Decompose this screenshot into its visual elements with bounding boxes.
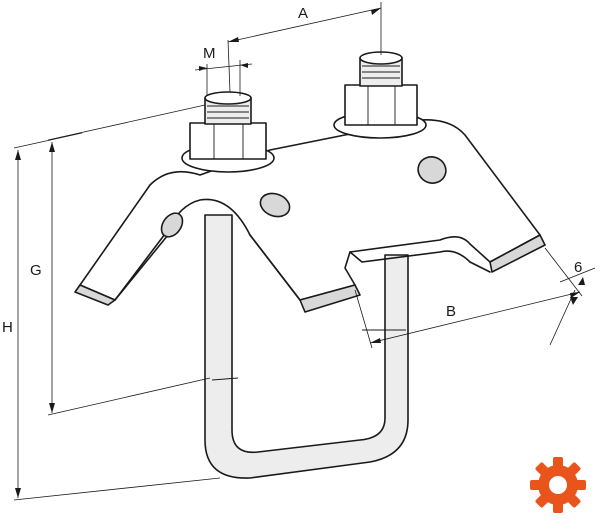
dimension-thickness: 6 — [549, 259, 596, 346]
slot-hole-side — [160, 212, 184, 238]
slot-hole-left — [259, 192, 291, 218]
label-a: A — [298, 5, 308, 22]
dimension-m: M — [194, 45, 253, 96]
label-m: M — [203, 45, 216, 62]
gear-logo-icon — [530, 457, 586, 513]
dimension-b: B — [354, 247, 583, 349]
nut-right — [333, 51, 427, 139]
label-h: H — [2, 319, 13, 336]
label-b: B — [446, 303, 456, 320]
label-thickness: 6 — [574, 259, 582, 276]
dimension-h: H — [2, 132, 221, 501]
dimension-a: A — [227, 2, 382, 93]
u-bolt — [204, 214, 409, 479]
slot-hole-right — [417, 156, 447, 184]
nut-left — [181, 91, 275, 173]
clamp-plate — [74, 118, 546, 313]
label-g: G — [30, 262, 42, 279]
dimension-g: G — [30, 104, 211, 416]
